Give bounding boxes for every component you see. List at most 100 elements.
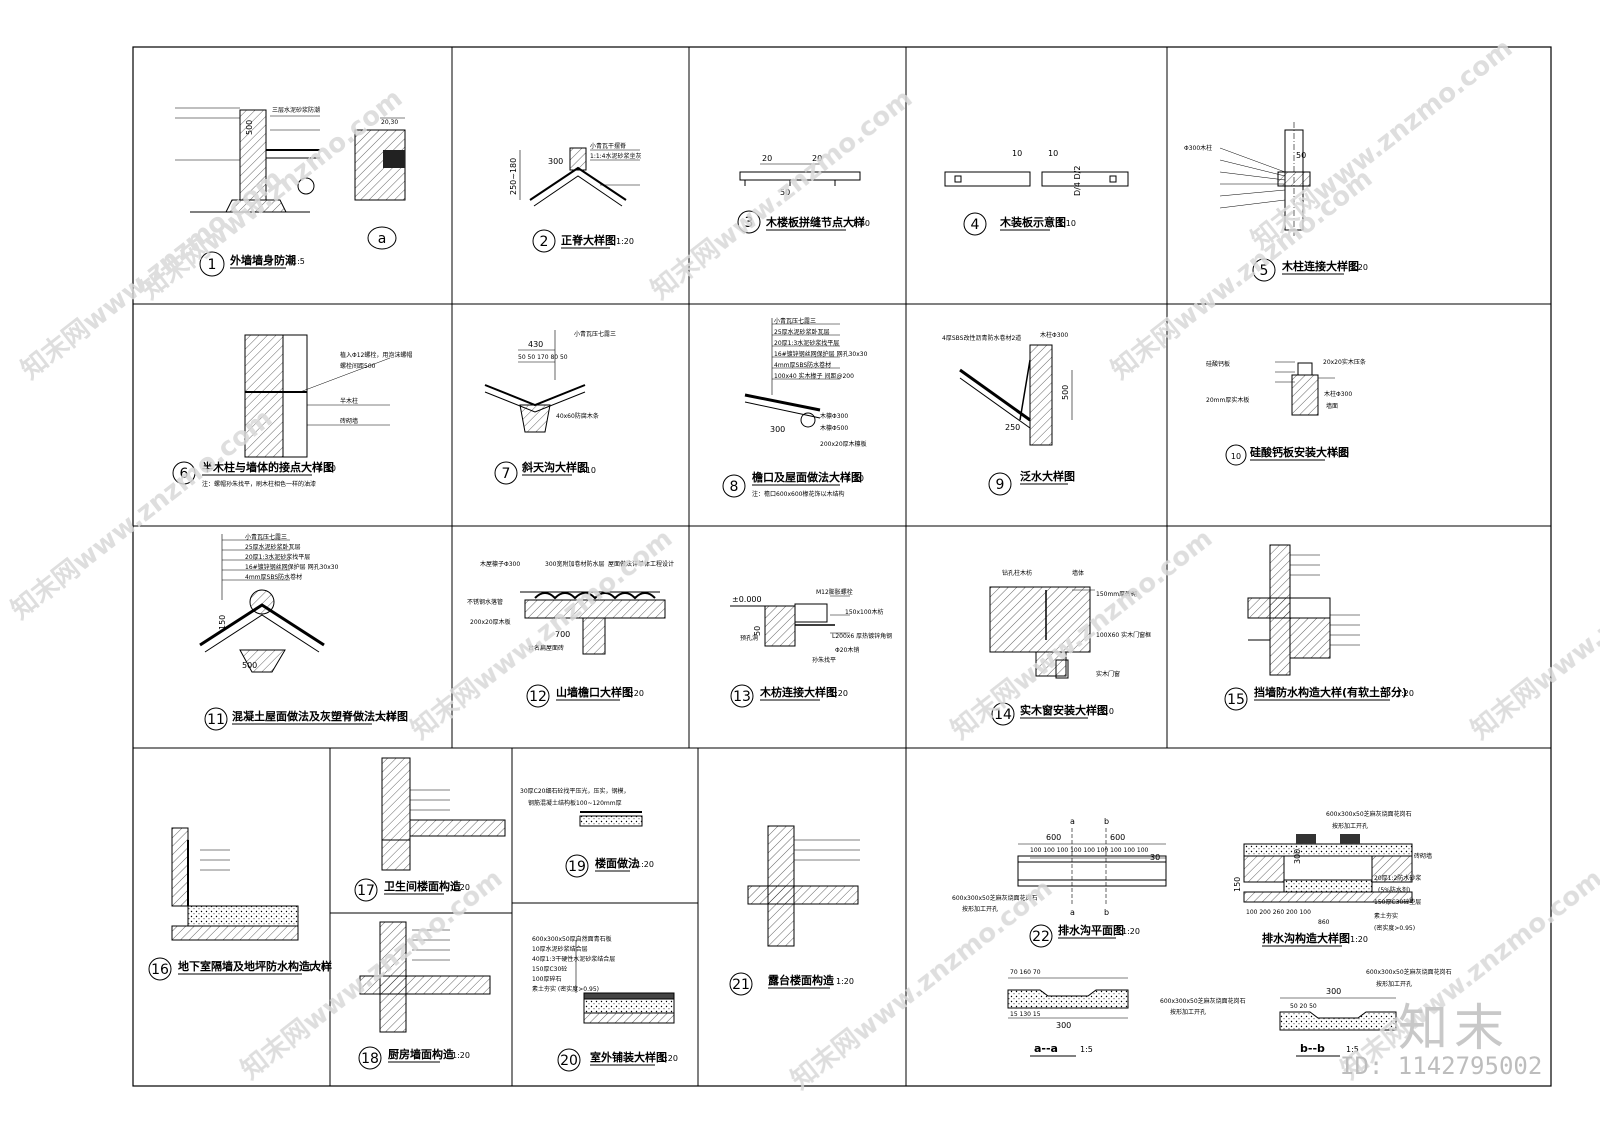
note-label: 孙朱找平 xyxy=(812,656,836,664)
detail-title: 排水沟平面图 xyxy=(1058,923,1124,937)
detail-8-drawing: 小青瓦压七露三 25厚水泥砂浆卧瓦层 20厚1:3水泥砂浆找平层 16#镀锌钢丝… xyxy=(744,317,868,448)
image-id-watermark: ID: 1142795002 xyxy=(1340,1052,1543,1080)
dim-label: 15 130 15 xyxy=(1010,1011,1041,1018)
detail-scale: 1:20 xyxy=(1122,927,1140,936)
detail-number: 20 xyxy=(560,1053,578,1069)
note-label: 螺栓间距500 xyxy=(340,362,376,370)
detail-scale: 1:20 xyxy=(1350,935,1368,944)
detail-scale: 1:20 xyxy=(452,883,470,892)
detail-number: 18 xyxy=(361,1051,379,1067)
detail-21-drawing xyxy=(747,825,860,947)
note-label: 按形加工开孔 xyxy=(1170,1008,1206,1016)
note-label: L200x6 厚热镀锌角钢 xyxy=(832,632,892,640)
detail-number: 2 xyxy=(540,234,549,250)
drain-section-drawing: 300 100 200 260 200 100 860 150 600x300x… xyxy=(1233,810,1432,932)
note-label: 1:1:4水泥砂浆坐灰 xyxy=(590,152,642,160)
detail-scale: 1:20 xyxy=(616,237,634,246)
watermark-text: 知末网www.znzmo.com xyxy=(646,83,918,305)
dim-label: 20,30 xyxy=(381,119,398,126)
detail-number: 12 xyxy=(529,689,547,705)
detail-6-drawing: 植入Φ12螺栓，用泡沫螺帽 螺栓间距500 半木柱 砖砌墙 xyxy=(244,334,412,458)
note-label: 16#镀锌钢丝网保护层 网孔30x30 xyxy=(774,350,868,358)
note-label: 150厚C30砼垫层 xyxy=(1374,898,1421,906)
dim-label: b xyxy=(1104,908,1109,917)
note-label: (密实度>0.95) xyxy=(1374,924,1415,932)
dim-label: 50 xyxy=(753,626,762,636)
dim-label: 500 xyxy=(245,120,254,135)
note-label: 台名扁屋面砖 xyxy=(528,644,564,652)
section-ref-circle xyxy=(367,226,397,250)
dim-label: 300 xyxy=(1056,1021,1071,1030)
note-label: 600x300x50厚自然面青石板 xyxy=(532,935,612,943)
dim-label: 10 xyxy=(1012,149,1022,158)
dim-label: 50 xyxy=(1296,151,1306,160)
section-aa-drawing: 70 160 70 15 130 15 300 600x300x50芝麻灰烧面花… xyxy=(1007,969,1246,1030)
note-label: 600x300x50芝麻灰烧面花岗石 xyxy=(952,894,1038,902)
note-label: 30厚C20细石砼找平压光，压实，钢模， xyxy=(520,787,629,795)
detail-title: 木枋连接大样图 xyxy=(759,685,837,699)
detail-title: 露台楼面构造 xyxy=(768,973,835,987)
detail-title: 山墙檐口大样图 xyxy=(556,685,633,699)
watermark-text: 知末网www.znzmo.com xyxy=(1466,523,1600,745)
note-label: 按形加工开孔 xyxy=(1332,822,1368,830)
note-label: 砖砌墙 xyxy=(340,417,358,425)
detail-title: 实木窗安装大样图 xyxy=(1020,703,1108,717)
detail-scale: 1:10 xyxy=(1331,449,1349,458)
dim-label: a xyxy=(1070,817,1075,826)
note-label: 40x60防腐木条 xyxy=(556,412,599,420)
dim-label: 150 xyxy=(218,615,227,630)
note-label: 小青瓦压七露三 xyxy=(774,317,816,325)
detail-scale: 1:20 xyxy=(836,977,854,986)
note-label: 不锈钢水落管 xyxy=(467,598,503,606)
section-title: b--b xyxy=(1300,1042,1325,1055)
detail-scale: 1:20 xyxy=(660,1054,678,1063)
section-ref-label: a xyxy=(378,231,387,247)
note-label: 300宽附加卷材防水层 xyxy=(545,560,604,568)
watermark-text: 知末网www.znzmo.com xyxy=(6,403,278,625)
sheet-frame xyxy=(132,46,1552,1087)
detail-number: 17 xyxy=(357,883,375,899)
note-label: 砖砌墙 xyxy=(1414,852,1432,860)
detail-2-drawing: 300 250~180 小青瓦干摆脊 1:1:4水泥砂浆坐灰 xyxy=(509,142,642,207)
note-label: 按形加工开孔 xyxy=(1376,980,1412,988)
detail-title: 木装板示意图 xyxy=(999,215,1066,229)
note-label: 小青瓦压七露三 xyxy=(245,533,287,541)
note-label: 100X60 实木门窗框 xyxy=(1096,631,1151,639)
note-label: 16#镀锌钢丝网保护层 网孔30x30 xyxy=(245,563,339,571)
note-label: 三层水泥砂浆防潮 xyxy=(272,106,320,114)
detail-number: 16 xyxy=(151,962,169,978)
dim-label: 30 xyxy=(1150,853,1160,862)
note-label: Φ300木柱 xyxy=(1184,144,1212,152)
note-label: 25厚水泥砂浆卧瓦层 xyxy=(774,328,830,336)
detail-title: 斜天沟大样图 xyxy=(521,460,588,474)
detail-number: 21 xyxy=(732,977,750,993)
detail-22-drawing: a b a b 600 600 100 100 100 100 100 100 … xyxy=(952,817,1167,917)
note-label: 150mm厚砖砌 xyxy=(1096,590,1137,598)
dim-label: 150 xyxy=(1233,877,1242,892)
detail-1-drawing: 500 三层水泥砂浆防潮 20,30 xyxy=(175,106,406,213)
note-label: 木檩Φ500 xyxy=(820,424,848,432)
detail-title: 檐口及屋面做法大样图 xyxy=(752,470,862,484)
note-label: 注：螺帽孙朱找平，刷木柱相色一样的油漆 xyxy=(202,480,316,488)
detail-16-drawing xyxy=(171,827,299,941)
note-label: 600x300x50芝麻灰烧面花岗石 xyxy=(1366,968,1452,976)
brand-watermark-logo: 知末 xyxy=(1398,999,1510,1057)
note-label: 按形加工开孔 xyxy=(962,905,998,913)
detail-scale: 1:5 xyxy=(1346,1045,1359,1054)
note-label: 200x20厚木檩板 xyxy=(820,440,867,448)
note-label: 小青瓦干摆脊 xyxy=(590,142,626,150)
detail-title: 正脊大样图 xyxy=(561,233,616,247)
note-label: 木檩Φ300 xyxy=(820,412,848,420)
dim-label: 50 xyxy=(780,188,790,197)
detail-title: 挡墙防水构造大样(有软土部分) xyxy=(1254,685,1407,699)
detail-number: 7 xyxy=(502,466,511,482)
watermark-text: 知末网www.znzmo.com xyxy=(1246,33,1518,255)
detail-14-drawing: 钻孔柱木枋 墙体 150mm厚砖砌 100X60 实木门窗框 实木门窗 xyxy=(989,569,1151,679)
detail-17-drawing xyxy=(381,757,506,871)
detail-10-drawing: 20x20实木压条 硅酸钙板 木柱Φ300 墙面 20mm厚实木板 xyxy=(1206,358,1366,416)
detail-12-drawing: 木屋檩子Φ300 300宽附加卷材防水层 屋面做法详单体工程设计 不锈钢水落管 … xyxy=(467,560,674,655)
detail-scale: 1:10 xyxy=(1058,219,1076,228)
detail-title: 木柱连接大样图 xyxy=(1281,259,1359,273)
detail-title: 硅酸钙板安装大样图 xyxy=(1250,445,1349,459)
